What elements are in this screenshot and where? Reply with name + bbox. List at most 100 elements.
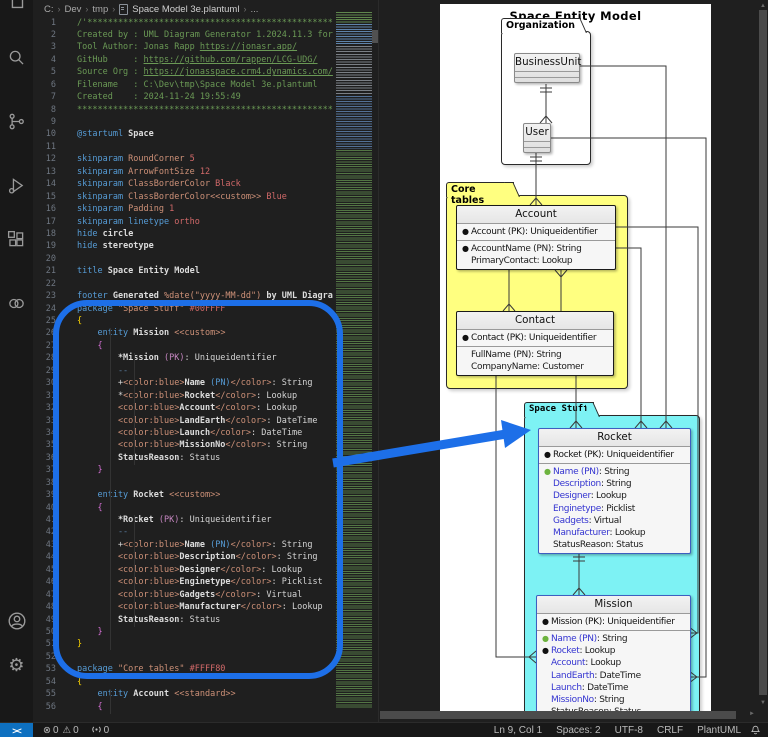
field-row: Enginetype: Picklist [553, 503, 635, 514]
scroll-right-arrow[interactable]: ► [749, 711, 755, 717]
entity-businessunit: BusinessUnit [514, 53, 581, 83]
status-cursor-position[interactable]: Ln 9, Col 1 [493, 725, 543, 736]
field-row: Description: String [553, 479, 632, 490]
line-number: 35 [45, 440, 56, 451]
code-line: 25{ [33, 315, 336, 327]
line-number: 38 [45, 477, 56, 488]
code-line: 50 } [33, 626, 336, 638]
code-line: 20 [33, 253, 336, 265]
breadcrumb-file[interactable]: Space Model 3e.plantuml [132, 3, 240, 15]
linked-circles-icon[interactable] [0, 288, 33, 318]
empty-compartment [524, 148, 550, 153]
scroll-down-arrow[interactable]: ▼ [760, 700, 766, 706]
code-line: 31 *<color:blue>Rocket</color>: Lookup [33, 390, 336, 402]
breadcrumb-more[interactable]: ... [250, 3, 259, 15]
code-line: 22 [33, 278, 336, 290]
empty-compartment [515, 72, 579, 78]
line-number: 21 [45, 266, 56, 277]
field-row: ●AccountName (PN): String [462, 244, 582, 254]
line-number: 23 [45, 291, 56, 302]
line-number: 13 [45, 166, 56, 177]
line-number: 17 [45, 216, 56, 227]
entity-title: Mission [537, 596, 690, 614]
code-line: 40 { [33, 502, 336, 514]
minimap[interactable] [336, 12, 372, 23]
files-explorer-icon[interactable] [0, 0, 33, 16]
line-number: 4 [50, 54, 56, 65]
line-number: 40 [45, 502, 56, 513]
problems-warnings[interactable]: ⚠ 0 [62, 725, 79, 736]
minimap[interactable] [336, 46, 372, 95]
line-number: 45 [45, 564, 56, 575]
status-eol-sequence[interactable]: CRLF [656, 725, 684, 736]
minimap[interactable] [336, 24, 372, 45]
line-number: 25 [45, 316, 56, 326]
scroll-up-arrow[interactable]: ▲ [760, 3, 766, 9]
minimap-slider[interactable] [372, 30, 378, 43]
account-icon[interactable] [0, 606, 33, 636]
primary-key-row: ●Account (PK): Uniqueidentifier [457, 224, 615, 241]
ports-status[interactable]: 0 [91, 724, 109, 737]
breadcrumb-folder[interactable]: tmp [92, 3, 109, 15]
field-row: LandEarth: DateTime [551, 670, 641, 681]
line-number: 54 [45, 676, 56, 687]
code-line: 38 [33, 477, 336, 489]
line-number: 50 [45, 626, 56, 637]
breadcrumb[interactable]: C:› Dev› tmp› Space Model 3e.plantuml› .… [44, 2, 258, 16]
entity-title: BusinessUnit [515, 54, 581, 72]
horizontal-scrollbar[interactable] [380, 711, 736, 719]
search-icon[interactable] [0, 42, 33, 72]
status-encoding[interactable]: UTF-8 [614, 725, 643, 736]
error-icon: ⊗ [43, 725, 51, 736]
line-number: 39 [45, 490, 56, 501]
entity-contact: Contact●Contact (PK): Uniqueidentifier F… [456, 311, 614, 377]
entity-title: User [524, 124, 550, 142]
settings-gear-icon[interactable]: ⚙ [8, 654, 25, 675]
line-number: 49 [45, 614, 56, 625]
field-row: Launch: DateTime [551, 682, 629, 693]
line-number: 3 [50, 42, 56, 53]
remote-indicator[interactable]: >< [0, 723, 33, 737]
line-number: 29 [45, 365, 56, 376]
line-number: 7 [50, 92, 56, 103]
problems-errors[interactable]: ⊗ 0 [43, 725, 59, 736]
code-line: 1/'*************************************… [33, 17, 336, 29]
line-number: 28 [45, 353, 56, 364]
line-number: 44 [45, 552, 56, 563]
line-number: 37 [45, 465, 56, 476]
code-line: 9 [33, 116, 336, 128]
line-number: 36 [45, 452, 56, 463]
line-number: 56 [45, 701, 56, 712]
code-area[interactable]: 1/'*************************************… [33, 17, 336, 723]
package-core-tables-label: Core tables [446, 181, 520, 206]
vertical-scrollbar[interactable] [759, 10, 767, 695]
code-line: 32 <color:blue>Account</color>: Lookup [33, 402, 336, 414]
minimap[interactable] [336, 96, 372, 149]
notifications-bell-icon[interactable] [749, 723, 762, 737]
line-number: 32 [45, 403, 56, 414]
minimap[interactable] [336, 150, 372, 708]
status-indentation[interactable]: Spaces: 2 [556, 725, 601, 736]
status-language-mode[interactable]: PlantUML [697, 725, 741, 736]
extensions-icon[interactable] [0, 224, 33, 254]
editor-pane[interactable]: C:› Dev› tmp› Space Model 3e.plantuml› .… [33, 0, 378, 722]
source-control-icon[interactable] [0, 106, 33, 136]
line-number: 15 [45, 191, 56, 202]
field-row: Designer: Lookup [553, 491, 627, 502]
run-debug-icon[interactable] [0, 170, 33, 200]
line-number: 27 [45, 340, 56, 351]
breadcrumb-drive[interactable]: C: [44, 3, 54, 15]
code-line: 33 <color:blue>LandEarth</color>: DateTi… [33, 415, 336, 427]
line-number: 26 [45, 328, 56, 339]
code-line: 48 <color:blue>Manufacturer</color>: Loo… [33, 601, 336, 613]
breadcrumb-folder[interactable]: Dev [64, 3, 82, 15]
code-line: 45 <color:blue>Designer</color>: Lookup [33, 564, 336, 576]
